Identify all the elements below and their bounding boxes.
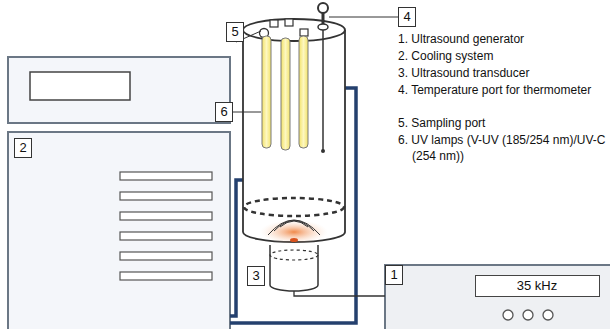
leader-line [233,112,261,113]
callout-number: 1 [385,265,403,285]
transducer-top [270,250,318,260]
legend-item: 4. Temperature port for thermometer [398,82,610,98]
lid-port [270,20,278,27]
uv-lamp [281,38,290,150]
knob [503,310,513,320]
legend-item: 3. Ultrasound transducer [398,65,610,81]
reactor-vessel [243,30,345,242]
callout-number: 4 [398,7,416,27]
transducer-wire [294,291,385,296]
legend-item: 1. Ultrasound generator [398,31,610,47]
thermometer-port [318,24,328,30]
legend-item: 6. UV lamps (V-UV (185/254 nm)/UV-C (254… [398,132,610,164]
thermometer-stem [322,13,325,24]
callout-number: 6 [215,102,233,122]
cooling-tube [230,180,243,316]
probe-tip [321,149,325,153]
frequency-display: 35 kHz [475,275,600,297]
callout-number: 2 [14,138,32,158]
reactor-grid [244,198,344,216]
callout-number: 3 [247,266,265,286]
wave-center [290,238,298,242]
legend-item: 5. Sampling port [398,115,610,131]
cooling-display [30,72,130,100]
lid-port [300,29,308,36]
leader-line [329,17,398,18]
legend-item: 2. Cooling system [398,48,610,64]
uv-lamp [299,36,308,148]
grille [120,172,212,280]
ultrasound-waves [268,220,320,235]
ultrasound-generator: 1 35 kHz [385,265,610,329]
knob [523,310,533,320]
ultrasound-glow [260,220,328,244]
transducer [270,245,318,291]
callout-number: 5 [226,22,244,42]
lid-port [285,19,293,26]
thermometer-head [318,3,328,13]
generator-body [385,265,610,329]
thermometer-probe [322,22,324,150]
cooling-top-unit [8,57,230,123]
knob [543,310,553,320]
display-value: 35 kHz [517,278,557,293]
reactor-lid [243,19,345,41]
uv-lamp [262,36,271,148]
cooling-body [8,132,230,329]
cooling-system: 2 [8,132,230,329]
